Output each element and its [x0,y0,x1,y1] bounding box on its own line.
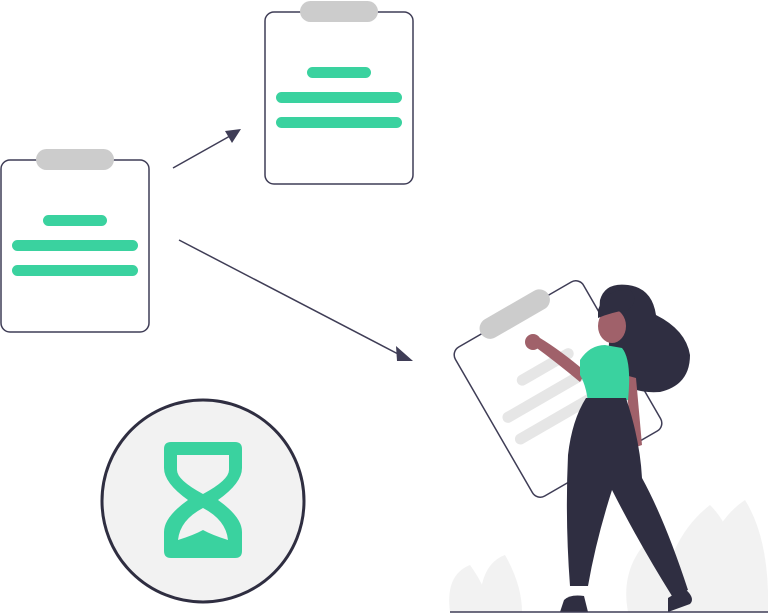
top-clipboard-icon [264,1,414,185]
arrow-to-top-icon [172,129,241,169]
person-illustration [525,284,692,612]
left-clipboard-icon [0,149,150,333]
plant-illustration [449,500,768,612]
arrow-to-person-icon [178,239,413,361]
hourglass-icon [100,398,306,604]
